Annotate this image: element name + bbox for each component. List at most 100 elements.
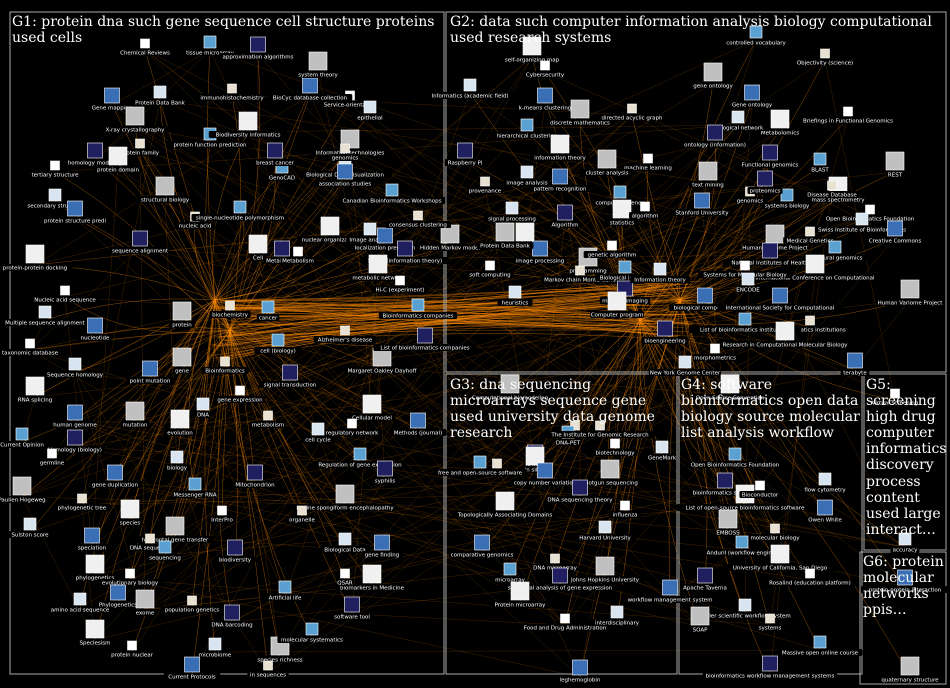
node[interactable]: algorithm [629,201,661,220]
node[interactable]: evolutionary biology [97,568,163,587]
node[interactable]: Disease Database [805,180,859,199]
node[interactable]: image analysis [503,165,551,187]
node[interactable]: Multiple sequence alignment [1,305,89,327]
node[interactable]: organelle [286,505,318,524]
node[interactable]: Apache Taverna [681,567,729,592]
node[interactable]: Informatics (academic field) [424,78,516,100]
node[interactable]: X-ray crystallography [100,106,170,134]
node[interactable]: shotgun sequencing [580,459,640,487]
node[interactable]: cell cycle [300,422,336,444]
node[interactable]: Speciesism [77,619,113,647]
node[interactable]: Information theory [630,262,690,284]
node[interactable]: Cellular model [348,394,396,422]
node[interactable]: image processing [513,240,567,265]
node[interactable]: phylogenetic tree [53,493,111,512]
node[interactable]: Phylogenetics [95,584,141,609]
node[interactable]: International Society for Computational [717,287,843,312]
node[interactable]: microarray [492,562,528,584]
node[interactable]: List of bioinformatics companies [373,327,477,352]
node[interactable]: ontology (information) [678,124,752,149]
node[interactable]: Johns Hopkins University [565,556,645,584]
node[interactable]: Chemical Reviews [118,38,172,57]
node[interactable]: Mitochondrion [232,464,278,489]
node[interactable]: mutation [120,401,150,429]
node[interactable]: Bioconductor [739,480,781,499]
node[interactable]: single-nucleotide polymorphism [191,200,289,222]
node[interactable]: Anduril (workflow engine) [701,535,783,557]
node[interactable]: point mutation [126,360,174,385]
node[interactable]: systems biology [761,188,813,210]
node[interactable]: breast cancer [252,142,298,167]
node[interactable]: Information technologies [310,129,390,157]
node[interactable]: amino acid sequence [48,592,112,614]
node[interactable]: mass spectrometry [809,176,867,204]
node[interactable]: Open Bioinformatics Foundation [686,447,784,469]
node[interactable]: Protein Data Bank [476,222,534,250]
node[interactable]: Protein microarray [490,581,550,609]
node[interactable]: metabolism [250,410,286,429]
node[interactable]: DNA sequencing theory [545,479,615,504]
node[interactable]: Alzheimer's disease [313,325,377,344]
node[interactable]: Biodiversity informatics [208,111,288,139]
node[interactable]: Creative Commons [868,220,922,245]
node[interactable]: bioinformatics workflow management syste… [702,655,838,680]
node[interactable]: evolution [164,409,196,437]
node[interactable]: Open Source Convention [693,374,767,402]
node[interactable]: List of bioinformatics institutions [688,312,802,334]
node[interactable]: Food and Drug Administration [519,613,611,632]
node[interactable]: microbiome [197,637,233,659]
node[interactable]: species [117,499,143,527]
node[interactable]: Gene mapping [91,87,133,112]
node[interactable]: protein structure predi [37,200,113,225]
node[interactable]: Biological Data [319,532,371,554]
node[interactable]: Messenger RNA [172,477,218,499]
node[interactable]: Computational biomodeling [469,374,551,402]
node[interactable]: QSAR [336,568,354,587]
node[interactable]: Artificial life [259,580,311,602]
node[interactable]: Briefings in Functional Genomics [796,106,900,125]
node[interactable]: Massive open online course [777,635,863,657]
node[interactable]: accuracy [890,532,920,554]
node[interactable]: statistics [604,199,640,227]
node[interactable]: soft computing [466,260,514,279]
node[interactable]: system theory [295,51,341,79]
node[interactable]: Raspberry Pi [444,142,486,167]
node[interactable]: cell (biology) [254,333,302,355]
node[interactable]: Sulston score [7,517,53,539]
node[interactable]: bioengineering [641,320,689,345]
node[interactable]: machine learning [621,153,675,172]
node[interactable]: Metabolism [280,246,316,265]
node[interactable]: protein [169,301,195,329]
node[interactable]: epithelial [352,100,388,122]
node[interactable]: germline [37,448,67,467]
node[interactable]: flow cytometry [801,472,849,494]
node[interactable]: hierarchical clustering [489,118,565,140]
node[interactable]: quaternary structure [877,656,943,684]
node[interactable]: Current Protocols [163,656,221,681]
node[interactable]: influenza [609,500,641,519]
node[interactable]: Protein Data Bank [131,85,189,107]
node[interactable]: morphometrics [692,343,738,362]
node[interactable]: exome [135,589,155,617]
node[interactable]: gene ontology [690,62,736,90]
node[interactable]: Virtual screening [866,388,924,407]
node[interactable]: Topologically Associating Domains [451,491,559,519]
node[interactable]: taxonomic database [0,338,60,357]
node[interactable]: Regulation of gene expression [313,447,407,469]
node[interactable]: RNA splicing [14,376,56,404]
node[interactable]: ENCODE [736,272,760,294]
node[interactable]: Cybersecurity [522,60,568,79]
node[interactable]: genetic algorithm [583,240,641,259]
node[interactable]: biodiversity [214,539,256,564]
node[interactable]: SOAP [690,606,710,634]
node[interactable]: cancer [256,300,280,322]
node[interactable]: Bioinformatics companies [378,298,458,320]
node[interactable]: biology [164,450,190,472]
node[interactable]: Hi-C (experiment) [371,275,429,294]
node[interactable]: proteomics [747,170,783,195]
node[interactable]: Protein family [116,138,164,157]
node[interactable]: Cell [248,234,268,262]
node[interactable]: syphilis [370,460,400,485]
node[interactable]: Hidden Markov model [418,224,482,252]
node[interactable]: Canadian Bioinformatics Workshops [338,183,446,205]
